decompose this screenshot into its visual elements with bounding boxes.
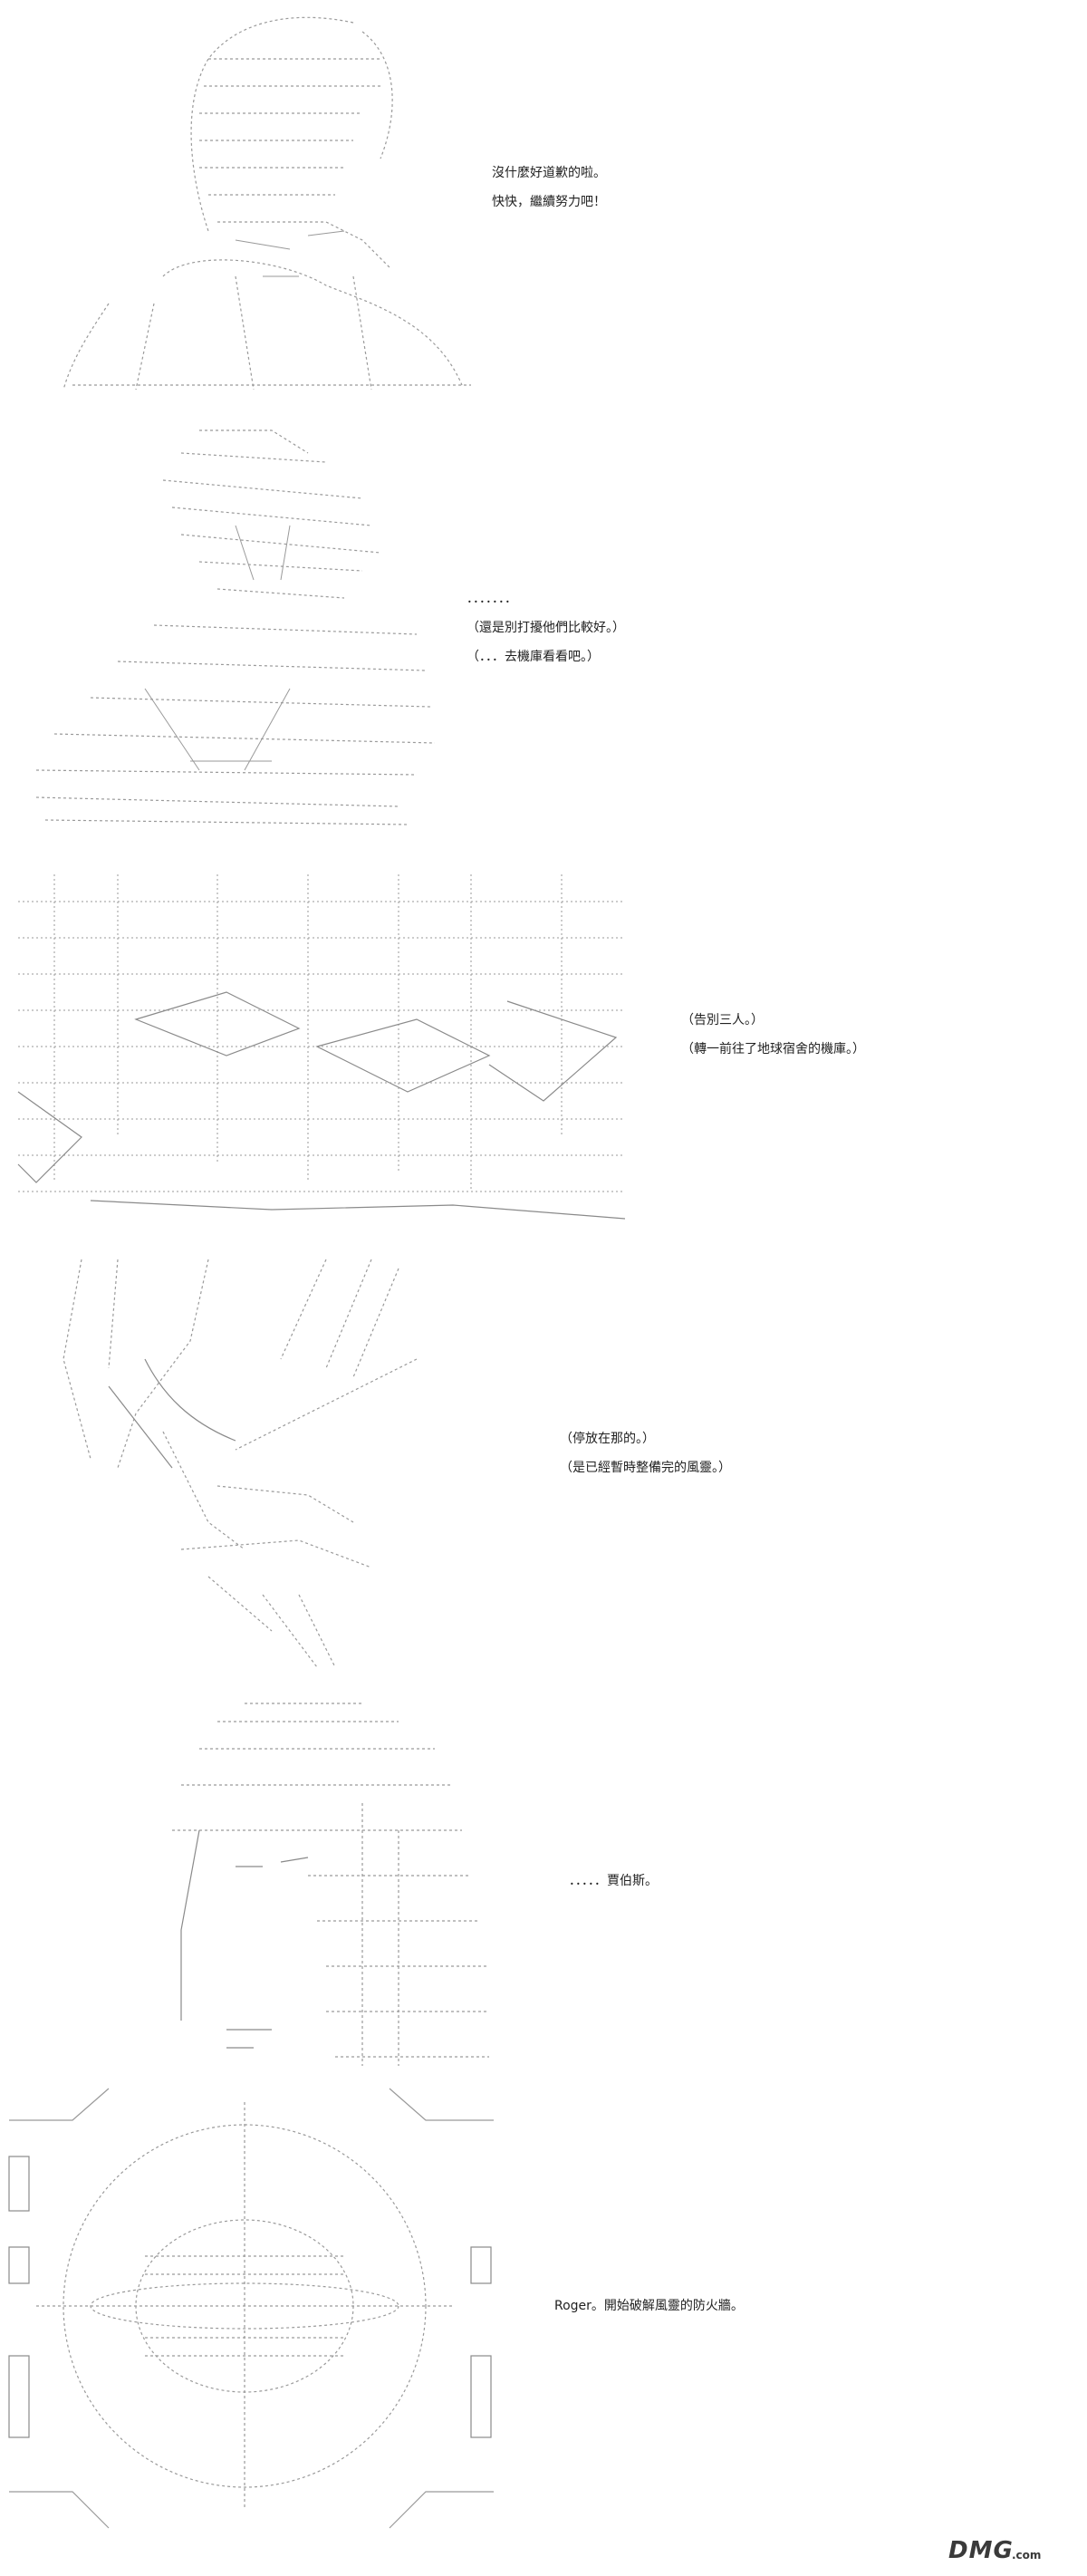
dialogue-panel-1: 沒什麼好道歉的啦。 快快，繼續努力吧！ — [492, 159, 606, 217]
dialogue-panel-6: Roger。開始破解風靈的防火牆。 — [554, 2291, 744, 2320]
dialogue-line: 快快，繼續努力吧！ — [492, 195, 606, 209]
dialogue-line: （告別三人。） — [681, 1013, 764, 1028]
dialogue-line: （是已經暫時整備完的風靈。） — [560, 1461, 731, 1475]
ascii-art-portrait-2 — [127, 1694, 507, 2075]
dialogue-line: （．．．去機庫看看吧。） — [467, 650, 600, 664]
watermark-logo: DMG .com — [947, 2537, 1069, 2568]
dialogue-line: （轉一前往了地球宿舍的機庫。） — [681, 1042, 865, 1056]
dialogue-line: （還是別打擾他們比較好。） — [467, 621, 625, 635]
panel-3: （告別三人。） （轉一前往了地球宿舍的機庫。） — [0, 856, 1087, 1237]
ascii-art-portrait-1 — [54, 5, 480, 394]
panel-2: ．．．．．．． （還是別打擾他們比較好。） （．．．去機庫看看吧。） — [0, 417, 1087, 834]
ascii-art-hangar — [0, 865, 634, 1237]
dialogue-line: （停放在那的。） — [560, 1432, 655, 1446]
dialogue-panel-3: （告別三人。） （轉一前往了地球宿舍的機庫。） — [681, 1006, 865, 1064]
ascii-art-targeting-hud — [0, 2084, 507, 2537]
dialogue-line: ．．．．．．． — [467, 592, 517, 606]
watermark-suffix: .com — [1012, 2549, 1042, 2562]
ascii-art-uniform-figure — [18, 417, 444, 834]
dialogue-panel-2: ．．．．．．． （還是別打擾他們比較好。） （．．．去機庫看看吧。） — [467, 584, 625, 671]
dialogue-line: ．．．．．賈伯斯。 — [569, 1874, 658, 1888]
dialogue-panel-4: （停放在那的。） （是已經暫時整備完的風靈。） — [560, 1424, 731, 1482]
dialogue-panel-5: ．．．．．賈伯斯。 — [569, 1867, 658, 1896]
watermark-brand: DMG — [948, 2537, 1014, 2564]
dialogue-line: 沒什麼好道歉的啦。 — [492, 166, 606, 180]
panel-1: 沒什麼好道歉的啦。 快快，繼續努力吧！ — [0, 0, 1087, 399]
dialogue-line: Roger。開始破解風靈的防火牆。 — [554, 2299, 744, 2313]
panel-6: Roger。開始破解風靈的防火牆。 — [0, 2084, 1087, 2537]
ascii-art-mecha — [27, 1250, 507, 1676]
panel-5: ．．．．．賈伯斯。 — [0, 1694, 1087, 2075]
panel-4: （停放在那的。） （是已經暫時整備完的風靈。） — [0, 1250, 1087, 1676]
